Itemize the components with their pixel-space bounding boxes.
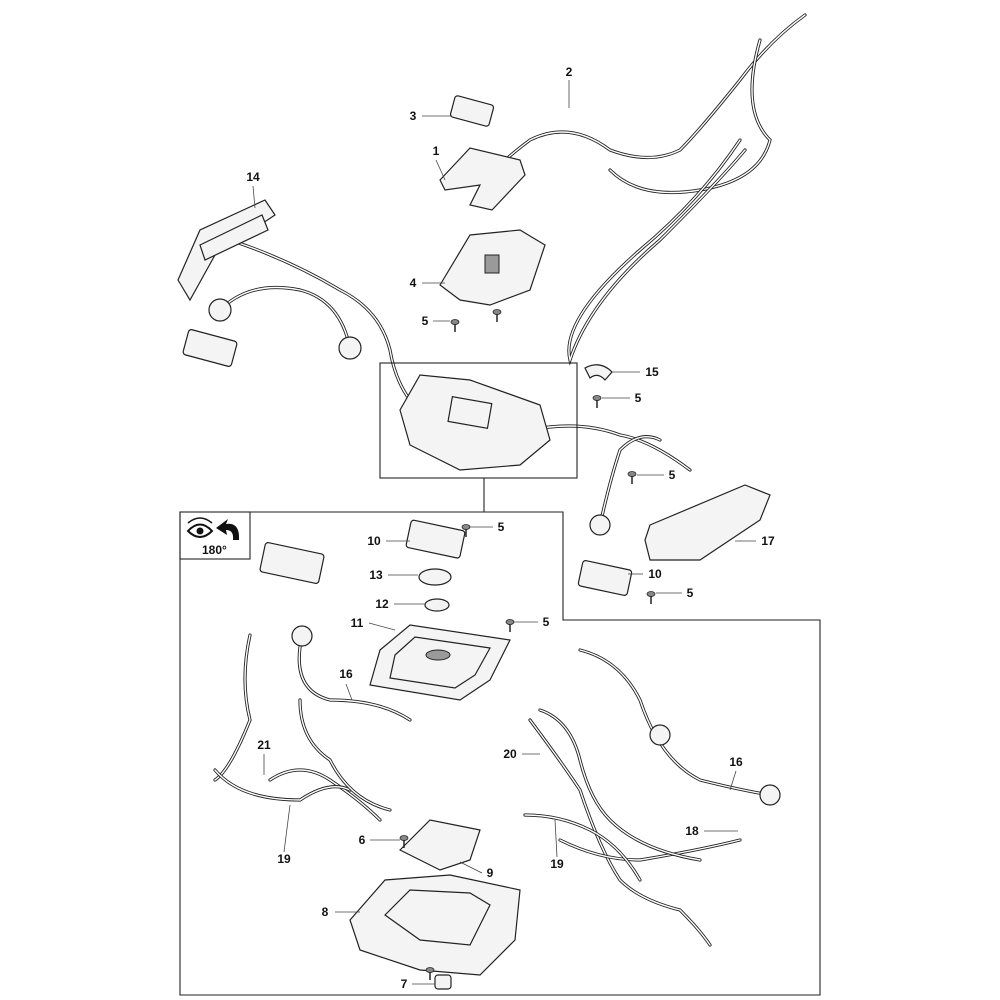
- callout-1: 1: [433, 144, 440, 158]
- callout-19b: 19: [550, 857, 564, 871]
- screw: [461, 524, 471, 537]
- cable-harness: [214, 634, 251, 781]
- cable-harness: [218, 285, 352, 350]
- cable-harness: [568, 139, 746, 363]
- cable-harness: [298, 635, 411, 721]
- cable-harness: [567, 138, 747, 366]
- screw: [505, 619, 515, 632]
- part-10-module: [405, 519, 466, 559]
- cable-harness: [579, 649, 771, 796]
- screw: [592, 395, 602, 408]
- cable-harness: [599, 436, 661, 526]
- exploded-view-frame: [179, 511, 821, 996]
- cable-harness: [578, 648, 772, 797]
- callout-8: 8: [322, 905, 329, 919]
- screw: [492, 309, 502, 322]
- callout-17: 17: [761, 534, 775, 548]
- part-13-buzzer: [418, 568, 452, 586]
- callout-18: 18: [685, 824, 699, 838]
- cable-harness: [523, 813, 642, 882]
- detail-box: [379, 362, 578, 479]
- callout-5d: 5: [498, 520, 505, 534]
- callout-7: 7: [401, 977, 408, 991]
- callout-10b: 10: [648, 567, 662, 581]
- cable-harness: [498, 13, 807, 167]
- cables: [213, 13, 807, 947]
- callout-5c: 5: [669, 468, 676, 482]
- rotation-label: 180°: [202, 543, 227, 557]
- leader-line: [345, 683, 353, 701]
- callout-13: 13: [369, 568, 383, 582]
- cable-harness: [228, 238, 412, 402]
- callout-21: 21: [257, 738, 271, 752]
- callout-3: 3: [410, 109, 417, 123]
- leader-line: [729, 770, 737, 791]
- cable-harness: [214, 769, 351, 801]
- parts: [177, 95, 781, 990]
- screw: [425, 967, 435, 980]
- part-15-clip: [584, 364, 613, 381]
- cable-harness: [559, 839, 741, 861]
- cable-harness: [229, 239, 411, 401]
- callout-11: 11: [351, 616, 364, 630]
- callout-6: 6: [359, 833, 366, 847]
- callout-19a: 19: [277, 852, 291, 866]
- leader-line: [283, 804, 291, 853]
- part-1-bracket: [439, 147, 526, 211]
- callout-5b: 5: [635, 391, 642, 405]
- leader-line: [554, 819, 558, 858]
- callout-5f: 5: [543, 615, 550, 629]
- callout-4: 4: [410, 276, 417, 290]
- callout-15: 15: [645, 365, 659, 379]
- cable-harness: [529, 719, 711, 946]
- part-10-module-right: [577, 560, 633, 596]
- callout-5a: 5: [422, 314, 429, 328]
- screw: [646, 591, 656, 604]
- rotation-note: 180°: [179, 511, 251, 560]
- cable-harness: [609, 39, 771, 194]
- leader-line: [435, 159, 446, 181]
- leader-line: [252, 185, 256, 209]
- cable-harness: [598, 435, 662, 527]
- part-7-plug: [434, 974, 452, 990]
- screw: [450, 319, 460, 332]
- callout-10a: 10: [367, 534, 381, 548]
- screw: [627, 471, 637, 484]
- cable-harness: [539, 709, 701, 861]
- callout-16b: 16: [729, 755, 743, 769]
- callout-2: 2: [566, 65, 573, 79]
- cable-harness: [528, 424, 692, 472]
- part-3-module: [449, 95, 495, 127]
- eye-rotate-icon: [186, 517, 240, 540]
- screw: [399, 835, 409, 848]
- cable-harness: [219, 286, 351, 349]
- leader-line: [368, 622, 396, 631]
- cable-harness: [269, 769, 381, 821]
- cable-harness: [528, 718, 712, 947]
- part-10-module-left: [182, 329, 238, 367]
- part-9-pcb: [398, 819, 481, 871]
- leader-line: [459, 861, 483, 874]
- callout-5e: 5: [687, 586, 694, 600]
- cable-harness: [538, 708, 702, 862]
- callout-20: 20: [503, 747, 517, 761]
- part-12-seal: [424, 598, 450, 612]
- callout-14: 14: [246, 170, 260, 184]
- callout-9: 9: [487, 866, 494, 880]
- cable-harness: [558, 838, 742, 862]
- cable-harness: [499, 14, 806, 166]
- callout-12: 12: [375, 597, 389, 611]
- callout-16a: 16: [339, 667, 353, 681]
- part-17-handle: [644, 484, 771, 561]
- cable-harness: [299, 699, 391, 811]
- cable-harness: [529, 425, 691, 471]
- cable-harness: [608, 38, 772, 195]
- cable-harness: [524, 814, 641, 881]
